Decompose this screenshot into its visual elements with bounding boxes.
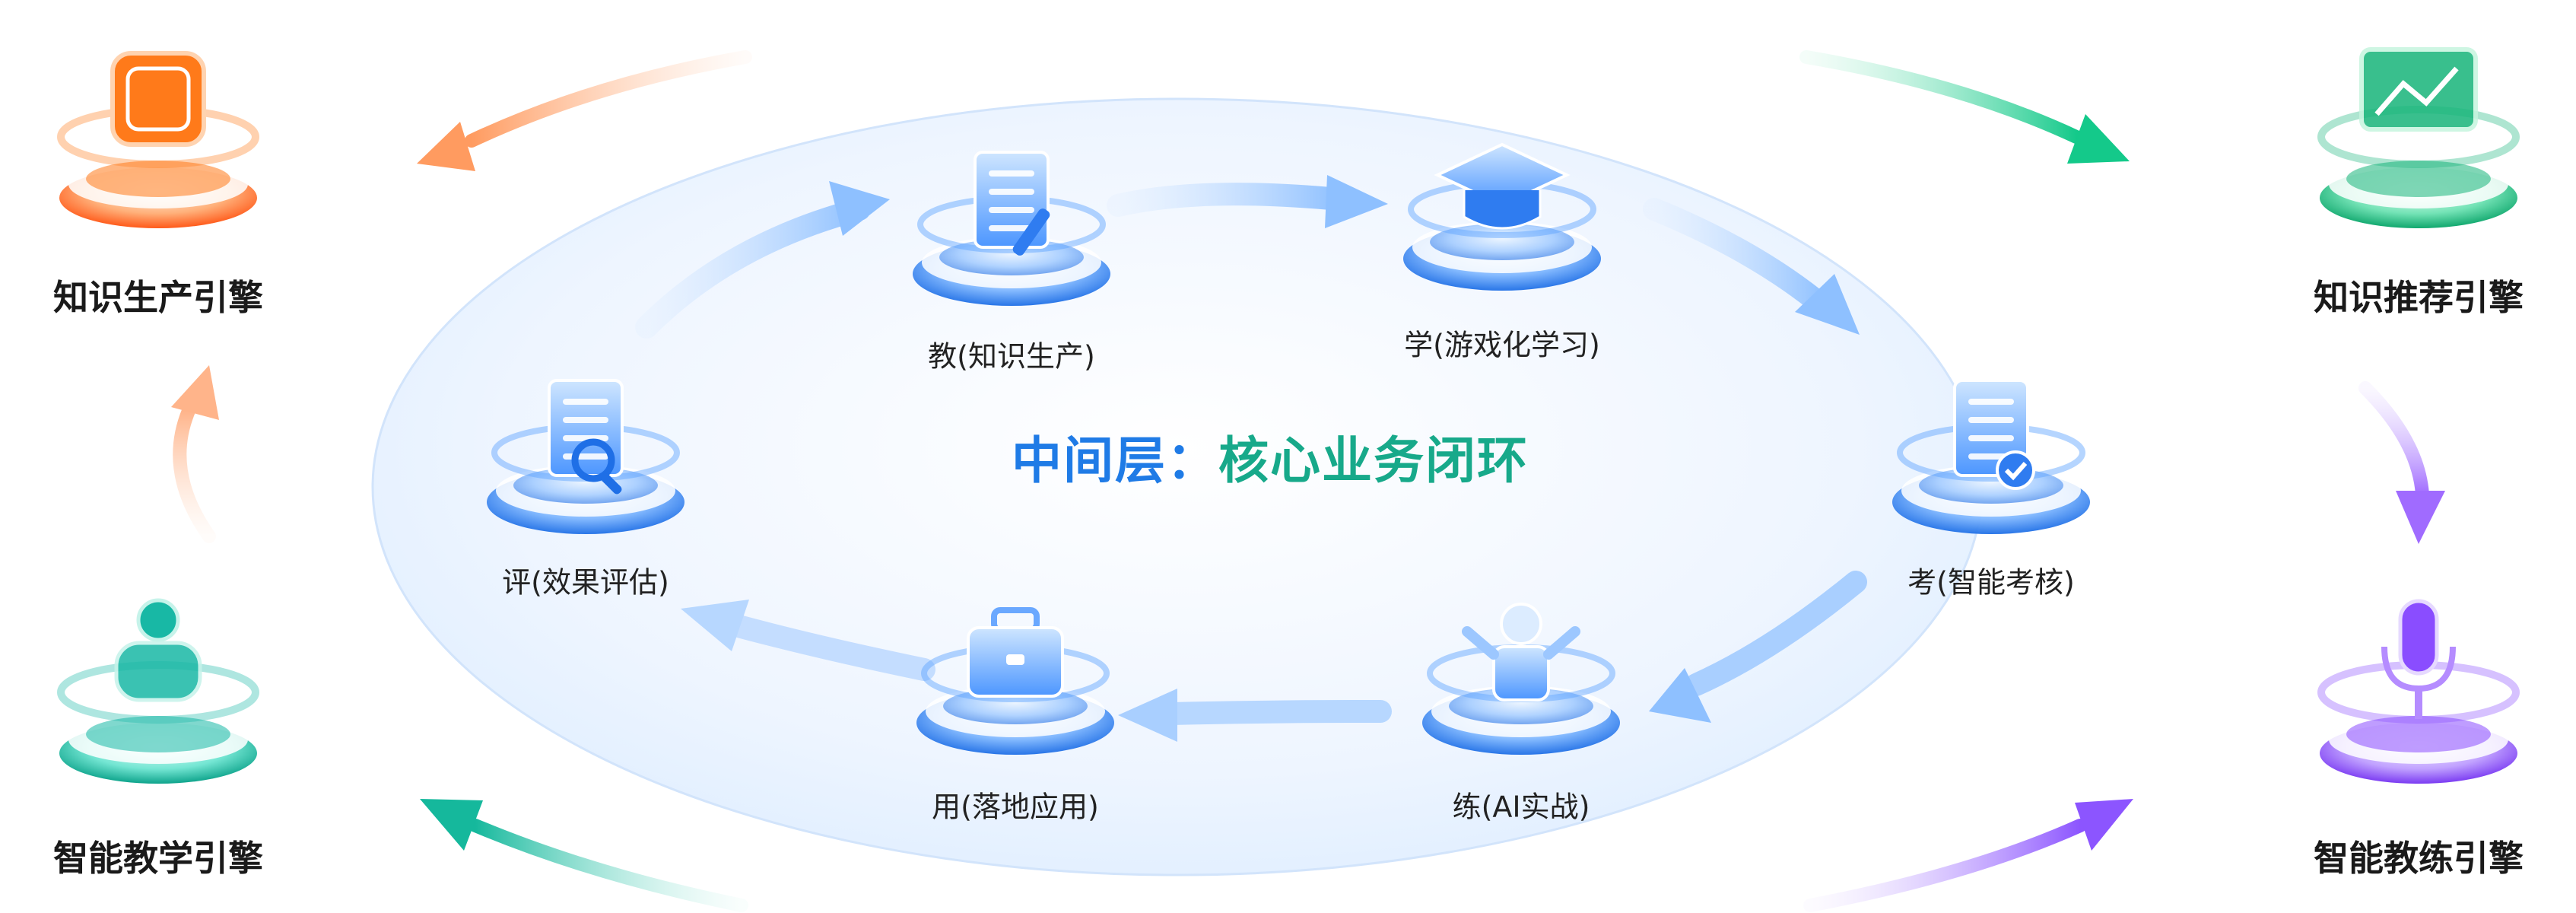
engine-label-knowledge-production: 知识生产引擎	[53, 277, 263, 318]
person-icon	[1422, 603, 1620, 755]
arrow-to-knowledge-production	[465, 50, 752, 148]
arrow-learn-to-exam	[1643, 198, 1837, 320]
stage-label-evaluate: 评(效果评估)	[502, 565, 669, 600]
stage-label-apply: 用(落地应用)	[932, 790, 1099, 824]
document-pencil-icon	[913, 151, 1110, 306]
stage-label-learn: 学(游戏化学习)	[1404, 328, 1600, 362]
document-search-icon	[487, 379, 684, 534]
arrow-to-knowledge-recommendation	[1799, 50, 2083, 144]
arrow-head-evaluate-to-teach	[829, 181, 890, 236]
arrow-teaching-to-production	[173, 404, 216, 543]
chart-screen-icon	[2317, 47, 2520, 228]
arrow-head-exam-to-practice	[1649, 668, 1711, 723]
engine-icons	[57, 47, 2520, 784]
arrow-head-teaching-to-production	[171, 365, 219, 420]
microphone-icon	[2317, 599, 2520, 784]
engine-arrows	[171, 50, 2445, 912]
arrow-head-to-knowledge-production	[417, 122, 475, 171]
arrow-head-teach-to-learn	[1325, 175, 1388, 228]
engine-label-smart-coaching: 智能教练引擎	[2314, 838, 2524, 879]
arrow-exam-to-practice	[1685, 571, 1867, 696]
teacher-icon	[57, 598, 259, 784]
arrow-to-smart-coaching	[1803, 819, 2087, 912]
graduation-cap-icon	[1403, 142, 1601, 291]
loop-arrows	[635, 175, 1867, 742]
center-title-prefix: 中间层：	[1012, 431, 1218, 490]
arrow-head-recommendation-to-coaching	[2396, 491, 2445, 544]
stage-label-exam: 考(智能考核)	[1907, 565, 2075, 600]
arrow-head-to-smart-coaching	[2075, 799, 2133, 851]
stage-label-teach: 教(知识生产)	[928, 339, 1095, 374]
briefcase-icon	[916, 607, 1114, 755]
arrow-head-to-knowledge-recommendation	[2067, 114, 2130, 164]
arrow-teach-to-learn	[1107, 183, 1350, 217]
arrow-head-apply-to-evaluate	[681, 600, 749, 651]
arrow-head-learn-to-exam	[1795, 274, 1860, 335]
arrow-evaluate-to-teach	[635, 198, 871, 339]
stage-label-practice: 练(AI实战)	[1452, 790, 1590, 824]
engine-label-smart-teaching: 智能教学引擎	[53, 838, 263, 879]
arrow-recommendation-to-coaching	[2358, 381, 2429, 501]
arrow-practice-to-apply	[1160, 700, 1392, 725]
stage-icons	[487, 142, 2090, 755]
engine-label-knowledge-recommendation: 知识推荐引擎	[2314, 277, 2524, 318]
center-title: 中间层：核心业务闭环	[1012, 420, 1529, 493]
document-check-icon	[1892, 379, 2090, 534]
arrow-to-smart-teaching	[469, 819, 748, 912]
ai-chip-icon	[57, 51, 259, 228]
arrow-head-to-smart-teaching	[420, 799, 483, 851]
center-title-main: 核心业务闭环	[1218, 431, 1529, 490]
arrow-head-practice-to-apply	[1118, 689, 1177, 742]
arrow-apply-to-evaluate	[719, 612, 935, 681]
